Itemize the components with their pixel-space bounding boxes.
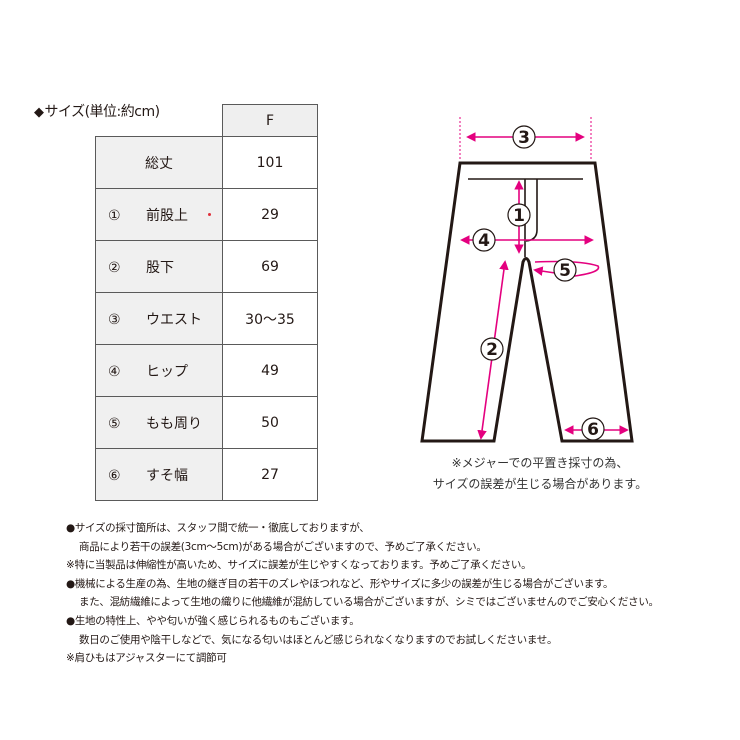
diagram-note-line: ※メジャーでの平置き採寸の為、 [451, 456, 629, 470]
row-label: ⑤ もも周り [95, 396, 223, 449]
marker-6-icon: 6 [581, 417, 605, 441]
size-table: F 総丈 101 ① 前股上 29 ② 股下 69 ③ ウエスト 30〜35 ④ ヒップ… [95, 104, 318, 501]
note-line: ※肩ひもはアジャスターにて調節可 [66, 652, 227, 665]
svg-text:2: 2 [486, 340, 498, 360]
marker-1-icon: 1 [507, 203, 531, 227]
svg-text:3: 3 [518, 128, 530, 148]
svg-text:4: 4 [478, 231, 490, 251]
row-value: 30〜35 [222, 292, 318, 345]
row-value: 27 [222, 448, 318, 501]
size-title: ◆サイズ(単位:約cm) [34, 101, 160, 121]
row-number: ① [108, 207, 121, 224]
row-label-text: すそ幅 [146, 467, 188, 484]
row-label: ④ ヒップ [95, 344, 223, 397]
diagram-note: ※メジャーでの平置き採寸の為、 サイズの誤差が生じる場合があります。 [395, 453, 685, 495]
note-line: ●サイズの採寸箇所は、スタッフ間で統一・徹底しておりますが、 [66, 522, 370, 534]
note-line: ●機械による生産の為、生地の継ぎ目の若干のズレやほつれなど、形やサイズに多少の誤… [66, 577, 614, 590]
table-corner [96, 105, 223, 137]
marker-5-icon: 5 [553, 258, 577, 282]
table-row: ① 前股上 29 [95, 188, 318, 241]
row-label: ① 前股上 [95, 188, 223, 241]
row-label-text: 総丈 [145, 155, 173, 172]
row-value: 29 [222, 188, 318, 241]
table-row: ④ ヒップ 49 [95, 344, 318, 397]
table-row: ② 股下 69 [95, 240, 318, 293]
svg-text:6: 6 [587, 420, 599, 440]
notes-section: ●サイズの採寸箇所は、スタッフ間で統一・徹底しておりますが、 商品により若干の誤… [66, 519, 659, 668]
table-row: ③ ウエスト 30〜35 [95, 292, 318, 345]
marker-4-icon: 4 [472, 228, 496, 252]
size-title-text: サイズ(単位:約cm) [44, 104, 161, 120]
diagram-note-line: サイズの誤差が生じる場合があります。 [432, 477, 648, 491]
row-label: ② 股下 [95, 240, 223, 293]
row-label: 総丈 [95, 136, 223, 189]
note-line: また、混紡繊維によって生地の織りに他繊維が混紡している場合がございますが、シミで… [79, 596, 659, 609]
row-label-text: ウエスト [146, 311, 202, 328]
row-label: ③ ウエスト [95, 292, 223, 345]
row-label-text: 股下 [146, 259, 174, 276]
row-value: 50 [222, 396, 318, 449]
table-row: ⑤ もも周り 50 [95, 396, 318, 449]
row-number: ③ [108, 311, 121, 328]
row-number: ⑤ [108, 415, 121, 432]
row-number: ⑥ [108, 467, 121, 484]
row-value: 49 [222, 344, 318, 397]
svg-text:1: 1 [513, 206, 525, 226]
table-row: 総丈 101 [95, 136, 318, 189]
svg-text:5: 5 [559, 261, 571, 281]
row-value: 69 [222, 240, 318, 293]
note-line: 数日のご使用や陰干しなどで、気になる匂いはほとんど感じられなくなりますのでお試し… [79, 633, 558, 646]
row-number: ④ [108, 363, 121, 380]
note-line: ※特に当製品は伸縮性が高いため、サイズに誤差が生じやすくなっております。予めご了… [66, 559, 532, 572]
note-line: 商品により若干の誤差(3cm〜5cm)がある場合がございますので、予めご了承くだ… [79, 540, 487, 553]
diamond-bullet-icon: ◆ [34, 105, 44, 120]
note-line: ●生地の特性上、やや匂いが強く感じられるものもございます。 [66, 614, 360, 627]
row-number: ② [108, 259, 121, 276]
row-value: 101 [222, 136, 318, 189]
row-label-text: もも周り [146, 415, 202, 432]
pants-diagram: 3 1 4 5 2 6 [420, 117, 634, 443]
waist-guide-lines [459, 117, 592, 160]
row-label-text: 前股上 [146, 207, 188, 224]
row-label-text: ヒップ [146, 363, 188, 380]
row-label: ⑥ すそ幅 [95, 448, 223, 501]
red-dot-mark [208, 213, 211, 216]
table-header-row: F [96, 104, 318, 137]
table-row: ⑥ すそ幅 27 [95, 448, 318, 501]
marker-3-icon: 3 [512, 125, 536, 149]
marker-2-icon: 2 [480, 337, 504, 361]
pants-outline-icon [420, 161, 634, 443]
size-column-header: F [222, 104, 318, 137]
